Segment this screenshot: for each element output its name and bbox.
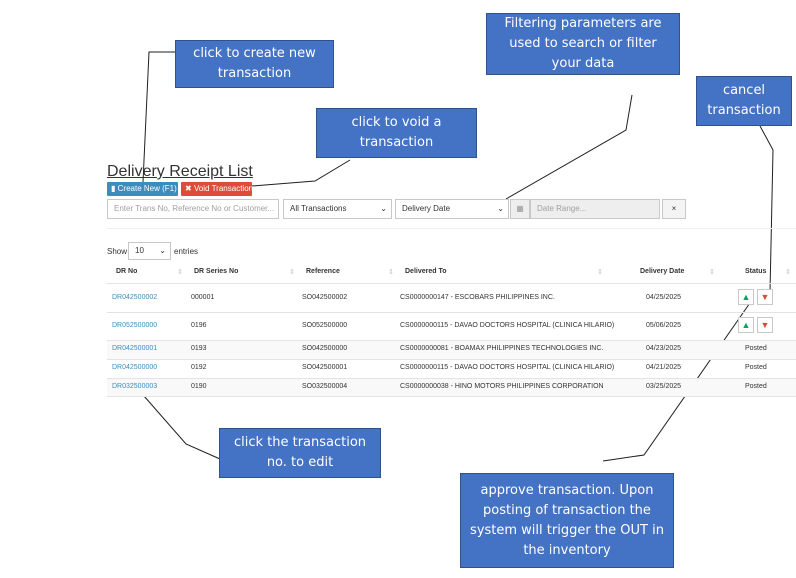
sort-icon: ⇕ — [289, 269, 295, 276]
sort-icon: ⇕ — [597, 269, 603, 276]
dr-no-link[interactable]: DR042500002 — [112, 294, 158, 301]
search-input[interactable]: Enter Trans No, Reference No or Customer… — [107, 199, 279, 219]
delivered-to-cell: CS0000000115 - DAVAO DOCTORS HOSPITAL (C… — [400, 364, 615, 371]
chevron-down-icon: ⌄ — [497, 204, 504, 213]
sort-icon: ⇕ — [785, 269, 791, 276]
header-delivery-date[interactable]: Delivery Date — [640, 268, 685, 275]
callout-void: click to void a transaction — [316, 108, 477, 158]
chevron-down-icon: ⌄ — [380, 204, 387, 213]
calendar-addon: ▦ — [510, 199, 530, 219]
date-range-input[interactable]: Date Range... — [530, 199, 660, 219]
create-new-button[interactable]: ▮ Create New (F1) — [107, 182, 178, 196]
series-cell: 0190 — [191, 383, 207, 390]
header-delivered-to[interactable]: Delivered To — [405, 268, 447, 275]
file-icon: ▮ — [111, 184, 116, 193]
close-icon: ✖ — [185, 184, 192, 193]
callout-approve: approve transaction. Upon posting of tra… — [460, 473, 674, 568]
table-row — [107, 359, 796, 378]
delivered-to-cell: CS0000000038 - HINO MOTORS PHILIPPINES C… — [400, 383, 604, 390]
dr-no-link[interactable]: DR032500003 — [112, 383, 158, 390]
table-row — [107, 378, 796, 397]
thumbs-down-icon: ▼ — [760, 292, 770, 302]
status-badge: Posted — [745, 364, 767, 371]
series-cell: 0193 — [191, 345, 207, 352]
series-cell: 0196 — [191, 322, 207, 329]
callout-edit: click the transaction no. to edit — [219, 428, 381, 478]
table-row — [107, 283, 796, 312]
sort-icon: ⇕ — [709, 269, 715, 276]
date-cell: 05/06/2025 — [646, 322, 682, 329]
date-type-select[interactable]: Delivery Date ⌄ — [395, 199, 509, 219]
date-cell: 04/25/2025 — [646, 294, 682, 301]
table-row — [107, 312, 796, 340]
dr-no-link[interactable]: DR042500001 — [112, 345, 158, 352]
cancel-button[interactable]: ▼ — [757, 317, 773, 333]
dr-no-link[interactable]: DR052500000 — [112, 322, 158, 329]
sort-icon: ⇕ — [388, 269, 394, 276]
dr-no-link[interactable]: DR042500000 — [112, 364, 158, 371]
series-cell: 000001 — [191, 294, 215, 301]
header-status[interactable]: Status — [745, 268, 767, 275]
transactions-select[interactable]: All Transactions ⌄ — [283, 199, 392, 219]
chevron-down-icon: ⌄ — [159, 246, 166, 255]
table-row — [107, 340, 796, 359]
thumbs-up-icon: ▲ — [741, 292, 751, 302]
entries-select[interactable]: 10 ⌄ — [128, 242, 171, 260]
callout-create: click to create new transaction — [175, 40, 334, 88]
page-title: Delivery Receipt List — [107, 163, 253, 180]
reference-cell: SO032500004 — [302, 383, 348, 390]
reference-cell: SO042500002 — [302, 294, 348, 301]
sort-icon: ⇕ — [177, 269, 183, 276]
header-dr-no[interactable]: DR No — [116, 268, 138, 275]
delivered-to-cell: CS0000000081 - BOAMAX PHILIPPINES TECHNO… — [400, 345, 604, 352]
reference-cell: SO052500000 — [302, 322, 348, 329]
status-badge: Posted — [745, 345, 767, 352]
delivered-to-cell: CS0000000147 - ESCOBARS PHILIPPINES INC. — [400, 294, 555, 301]
callout-cancel: cancel transaction — [696, 76, 792, 126]
divider — [107, 228, 796, 229]
calendar-icon: ▦ — [516, 204, 524, 213]
date-cell: 03/25/2025 — [646, 383, 682, 390]
reference-cell: SO042500001 — [302, 364, 348, 371]
approve-button[interactable]: ▲ — [738, 317, 754, 333]
reference-cell: SO042500000 — [302, 345, 348, 352]
delivered-to-cell: CS0000000115 - DAVAO DOCTORS HOSPITAL (C… — [400, 322, 615, 329]
thumbs-down-icon: ▼ — [760, 320, 770, 330]
clear-filter-button[interactable]: × — [662, 199, 686, 219]
header-reference[interactable]: Reference — [306, 268, 340, 275]
date-cell: 04/23/2025 — [646, 345, 682, 352]
thumbs-up-icon: ▲ — [741, 320, 751, 330]
void-transaction-button[interactable]: ✖ Void Transaction — [181, 182, 253, 196]
cancel-button[interactable]: ▼ — [757, 289, 773, 305]
header-dr-series-no[interactable]: DR Series No — [194, 268, 239, 275]
status-badge: Posted — [745, 383, 767, 390]
show-label: Show — [107, 247, 128, 256]
series-cell: 0192 — [191, 364, 207, 371]
approve-button[interactable]: ▲ — [738, 289, 754, 305]
entries-label: entries — [174, 247, 199, 256]
callout-filter: Filtering parameters are used to search … — [486, 13, 680, 75]
date-cell: 04/21/2025 — [646, 364, 682, 371]
